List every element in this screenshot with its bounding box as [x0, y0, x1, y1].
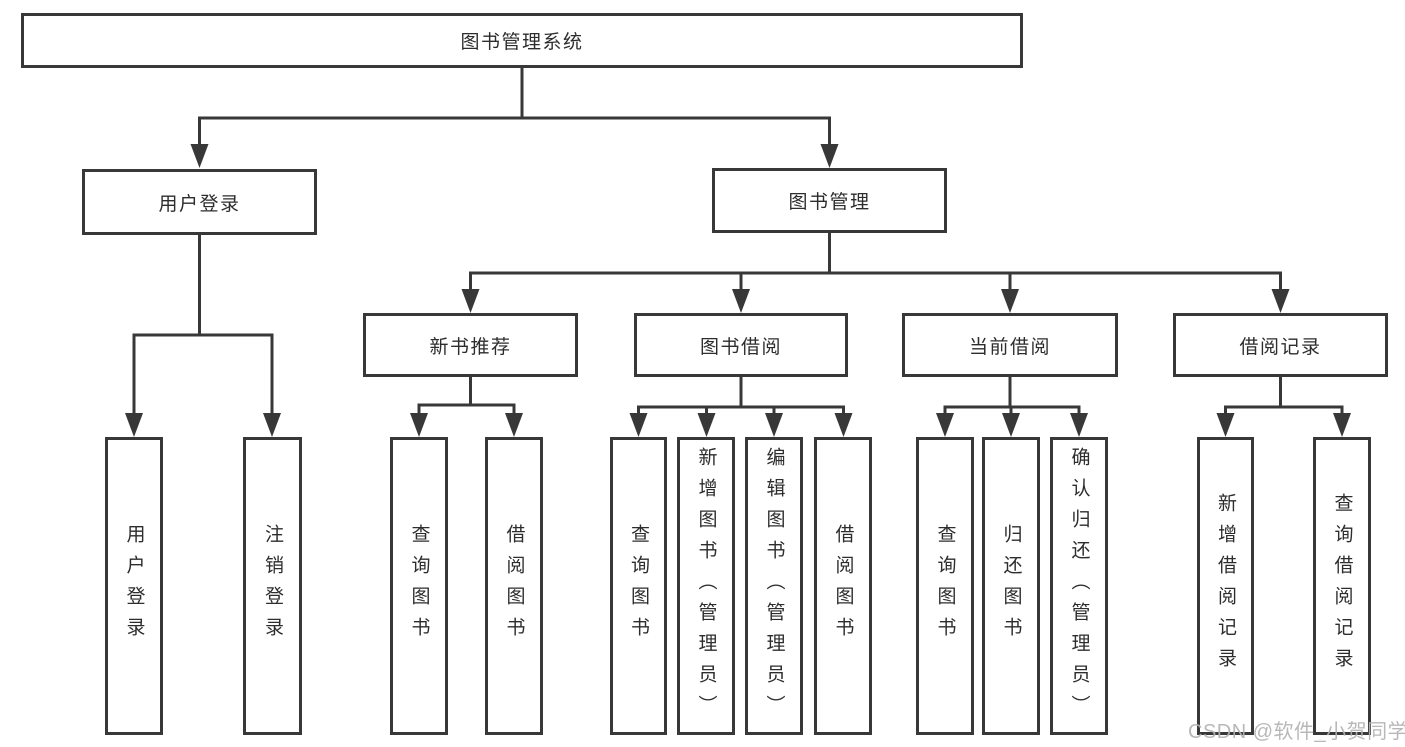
leaf-label: 借阅图书	[832, 524, 854, 648]
arrowhead-icon	[697, 413, 716, 437]
arrowhead-icon	[936, 413, 954, 437]
node-book-mgmt: 图书管理	[712, 168, 947, 233]
arrowhead-icon	[1001, 289, 1019, 313]
leaf-edit-books-admin: 编辑图书（管理员）	[745, 437, 803, 735]
leaf-confirm-return-admin: 确认归还（管理员）	[1050, 437, 1108, 735]
node-current-borrow: 当前借阅	[902, 313, 1118, 377]
arrowhead-icon	[765, 413, 783, 437]
leaf-query-borrow-record: 查询借阅记录	[1313, 437, 1371, 735]
connector-user-login-children	[132, 233, 274, 417]
csdn-watermark: CSDN @软件_小贺同学	[1188, 721, 1405, 743]
node-borrow-records-label: 借阅记录	[1239, 336, 1322, 358]
leaf-label: 查询图书	[628, 524, 649, 648]
arrowhead-icon	[125, 413, 143, 437]
arrowhead-icon	[1271, 289, 1290, 313]
node-book-borrow-label: 图书借阅	[699, 336, 782, 358]
leaf-label: 查询图书	[408, 524, 430, 648]
leaf-query-books-1: 查询图书	[390, 437, 448, 735]
arrowhead-icon	[834, 413, 853, 437]
arrowhead-icon	[1333, 413, 1351, 437]
arrowhead-icon	[410, 413, 428, 437]
leaf-borrow-books-1: 借阅图书	[485, 437, 543, 735]
arrowhead-icon	[1070, 413, 1088, 437]
node-new-book-rec-label: 新书推荐	[429, 336, 512, 358]
arrowhead-icon	[629, 413, 648, 437]
node-book-mgmt-label: 图书管理	[788, 192, 871, 213]
leaf-return-books: 归还图书	[982, 437, 1040, 735]
node-book-borrow: 图书借阅	[634, 313, 848, 377]
leaf-add-borrow-record: 新增借阅记录	[1197, 437, 1254, 735]
node-user-login-label: 用户登录	[158, 193, 241, 215]
leaf-borrow-books-2: 借阅图书	[814, 437, 872, 735]
node-user-login: 用户登录	[82, 169, 317, 235]
arrowhead-icon	[263, 413, 281, 437]
arrowhead-icon	[820, 144, 839, 168]
connector-borrow-records-children	[1224, 375, 1344, 419]
node-root-label: 图书管理系统	[460, 32, 584, 53]
node-borrow-records: 借阅记录	[1173, 313, 1388, 377]
arrowhead-icon	[1002, 413, 1020, 437]
leaf-label: 确认归还（管理员）	[1068, 446, 1090, 726]
node-new-book-rec: 新书推荐	[363, 313, 578, 377]
connector-book-borrow-children	[637, 375, 845, 419]
leaf-label: 新增借阅记录	[1215, 493, 1236, 679]
leaf-label: 查询借阅记录	[1331, 493, 1353, 679]
arrowhead-icon	[1216, 413, 1235, 437]
arrowhead-icon	[190, 144, 209, 168]
leaf-label: 编辑图书（管理员）	[763, 446, 785, 726]
leaf-add-books-admin: 新增图书（管理员）	[677, 437, 735, 735]
leaf-label: 新增图书（管理员）	[695, 446, 717, 726]
node-current-borrow-label: 当前借阅	[968, 336, 1051, 358]
leaf-query-books-2: 查询图书	[610, 437, 667, 735]
connector-current-borrow-children	[943, 375, 1081, 419]
connector-book-mgmt-children	[469, 230, 1282, 293]
connector-root-to-level2	[198, 66, 831, 149]
leaf-label: 注销登录	[262, 524, 283, 648]
node-root: 图书管理系统	[21, 13, 1023, 68]
arrowhead-icon	[732, 289, 750, 313]
leaf-label: 借阅图书	[503, 524, 525, 648]
connector-new-book-children	[417, 375, 516, 418]
leaf-label: 用户登录	[123, 524, 145, 648]
arrowhead-icon	[505, 413, 523, 437]
leaf-label: 查询图书	[934, 524, 956, 648]
leaf-user-login: 用户登录	[105, 437, 163, 735]
leaf-query-books-3: 查询图书	[916, 437, 974, 735]
leaf-logout: 注销登录	[243, 437, 302, 735]
leaf-label: 归还图书	[1000, 524, 1022, 648]
arrowhead-icon	[461, 289, 480, 313]
